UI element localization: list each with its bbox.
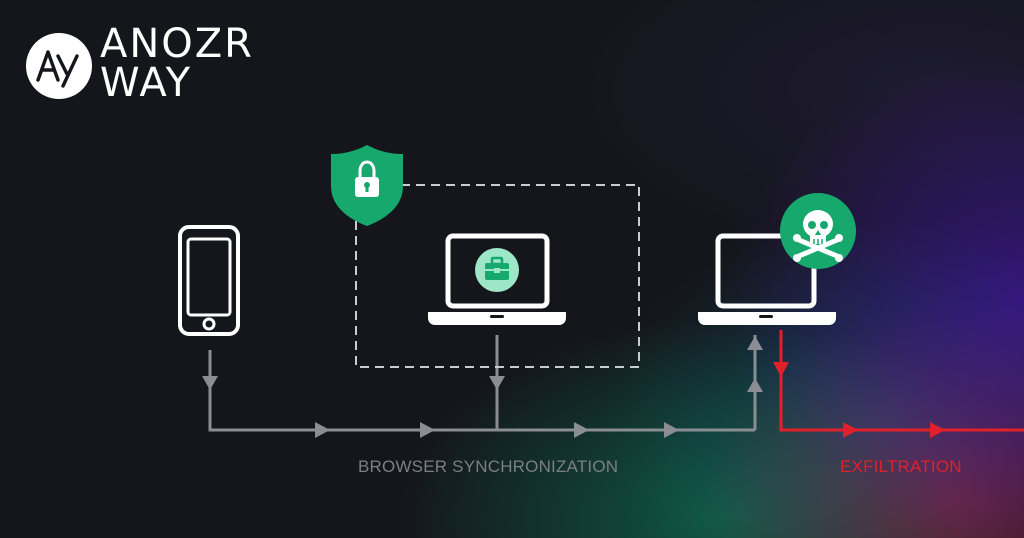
arrow-right-4 — [664, 422, 679, 438]
logo-line-1: ANOZR — [100, 21, 254, 67]
exfil-arrowheads — [773, 362, 945, 438]
sync-connectors — [208, 335, 757, 432]
exfil-arrow-right-2 — [930, 422, 945, 438]
exfil-connectors — [779, 330, 1024, 432]
exfil-arrow-down — [773, 362, 789, 377]
logo-wordmark: ANOZR WAY — [100, 21, 254, 106]
sync-arrowheads — [202, 336, 763, 438]
arrow-right-1 — [315, 422, 330, 438]
managed-environment-box — [355, 184, 640, 368]
skull-crossbones-icon — [780, 193, 856, 269]
sync-label: BROWSER SYNCHRONIZATION — [358, 457, 619, 476]
sync-line-from-phone — [208, 350, 755, 432]
arrow-right-3 — [574, 422, 589, 438]
logo-mark — [26, 33, 92, 99]
exfil-arrow-right-1 — [843, 422, 858, 438]
arrow-down-laptop — [489, 376, 505, 390]
shield-lock-icon — [331, 145, 403, 226]
exfiltration-label: EXFILTRATION — [840, 457, 962, 476]
arrow-up-1 — [747, 378, 763, 392]
arrow-up-2 — [747, 336, 763, 350]
logo-line-2: WAY — [100, 60, 193, 106]
laptop-managed-icon — [428, 233, 566, 325]
laptop-compromised-icon — [698, 233, 836, 325]
briefcase-icon — [475, 248, 519, 292]
arrow-right-2 — [420, 422, 435, 438]
phone-icon — [178, 225, 240, 336]
arrow-down-phone — [202, 376, 218, 390]
